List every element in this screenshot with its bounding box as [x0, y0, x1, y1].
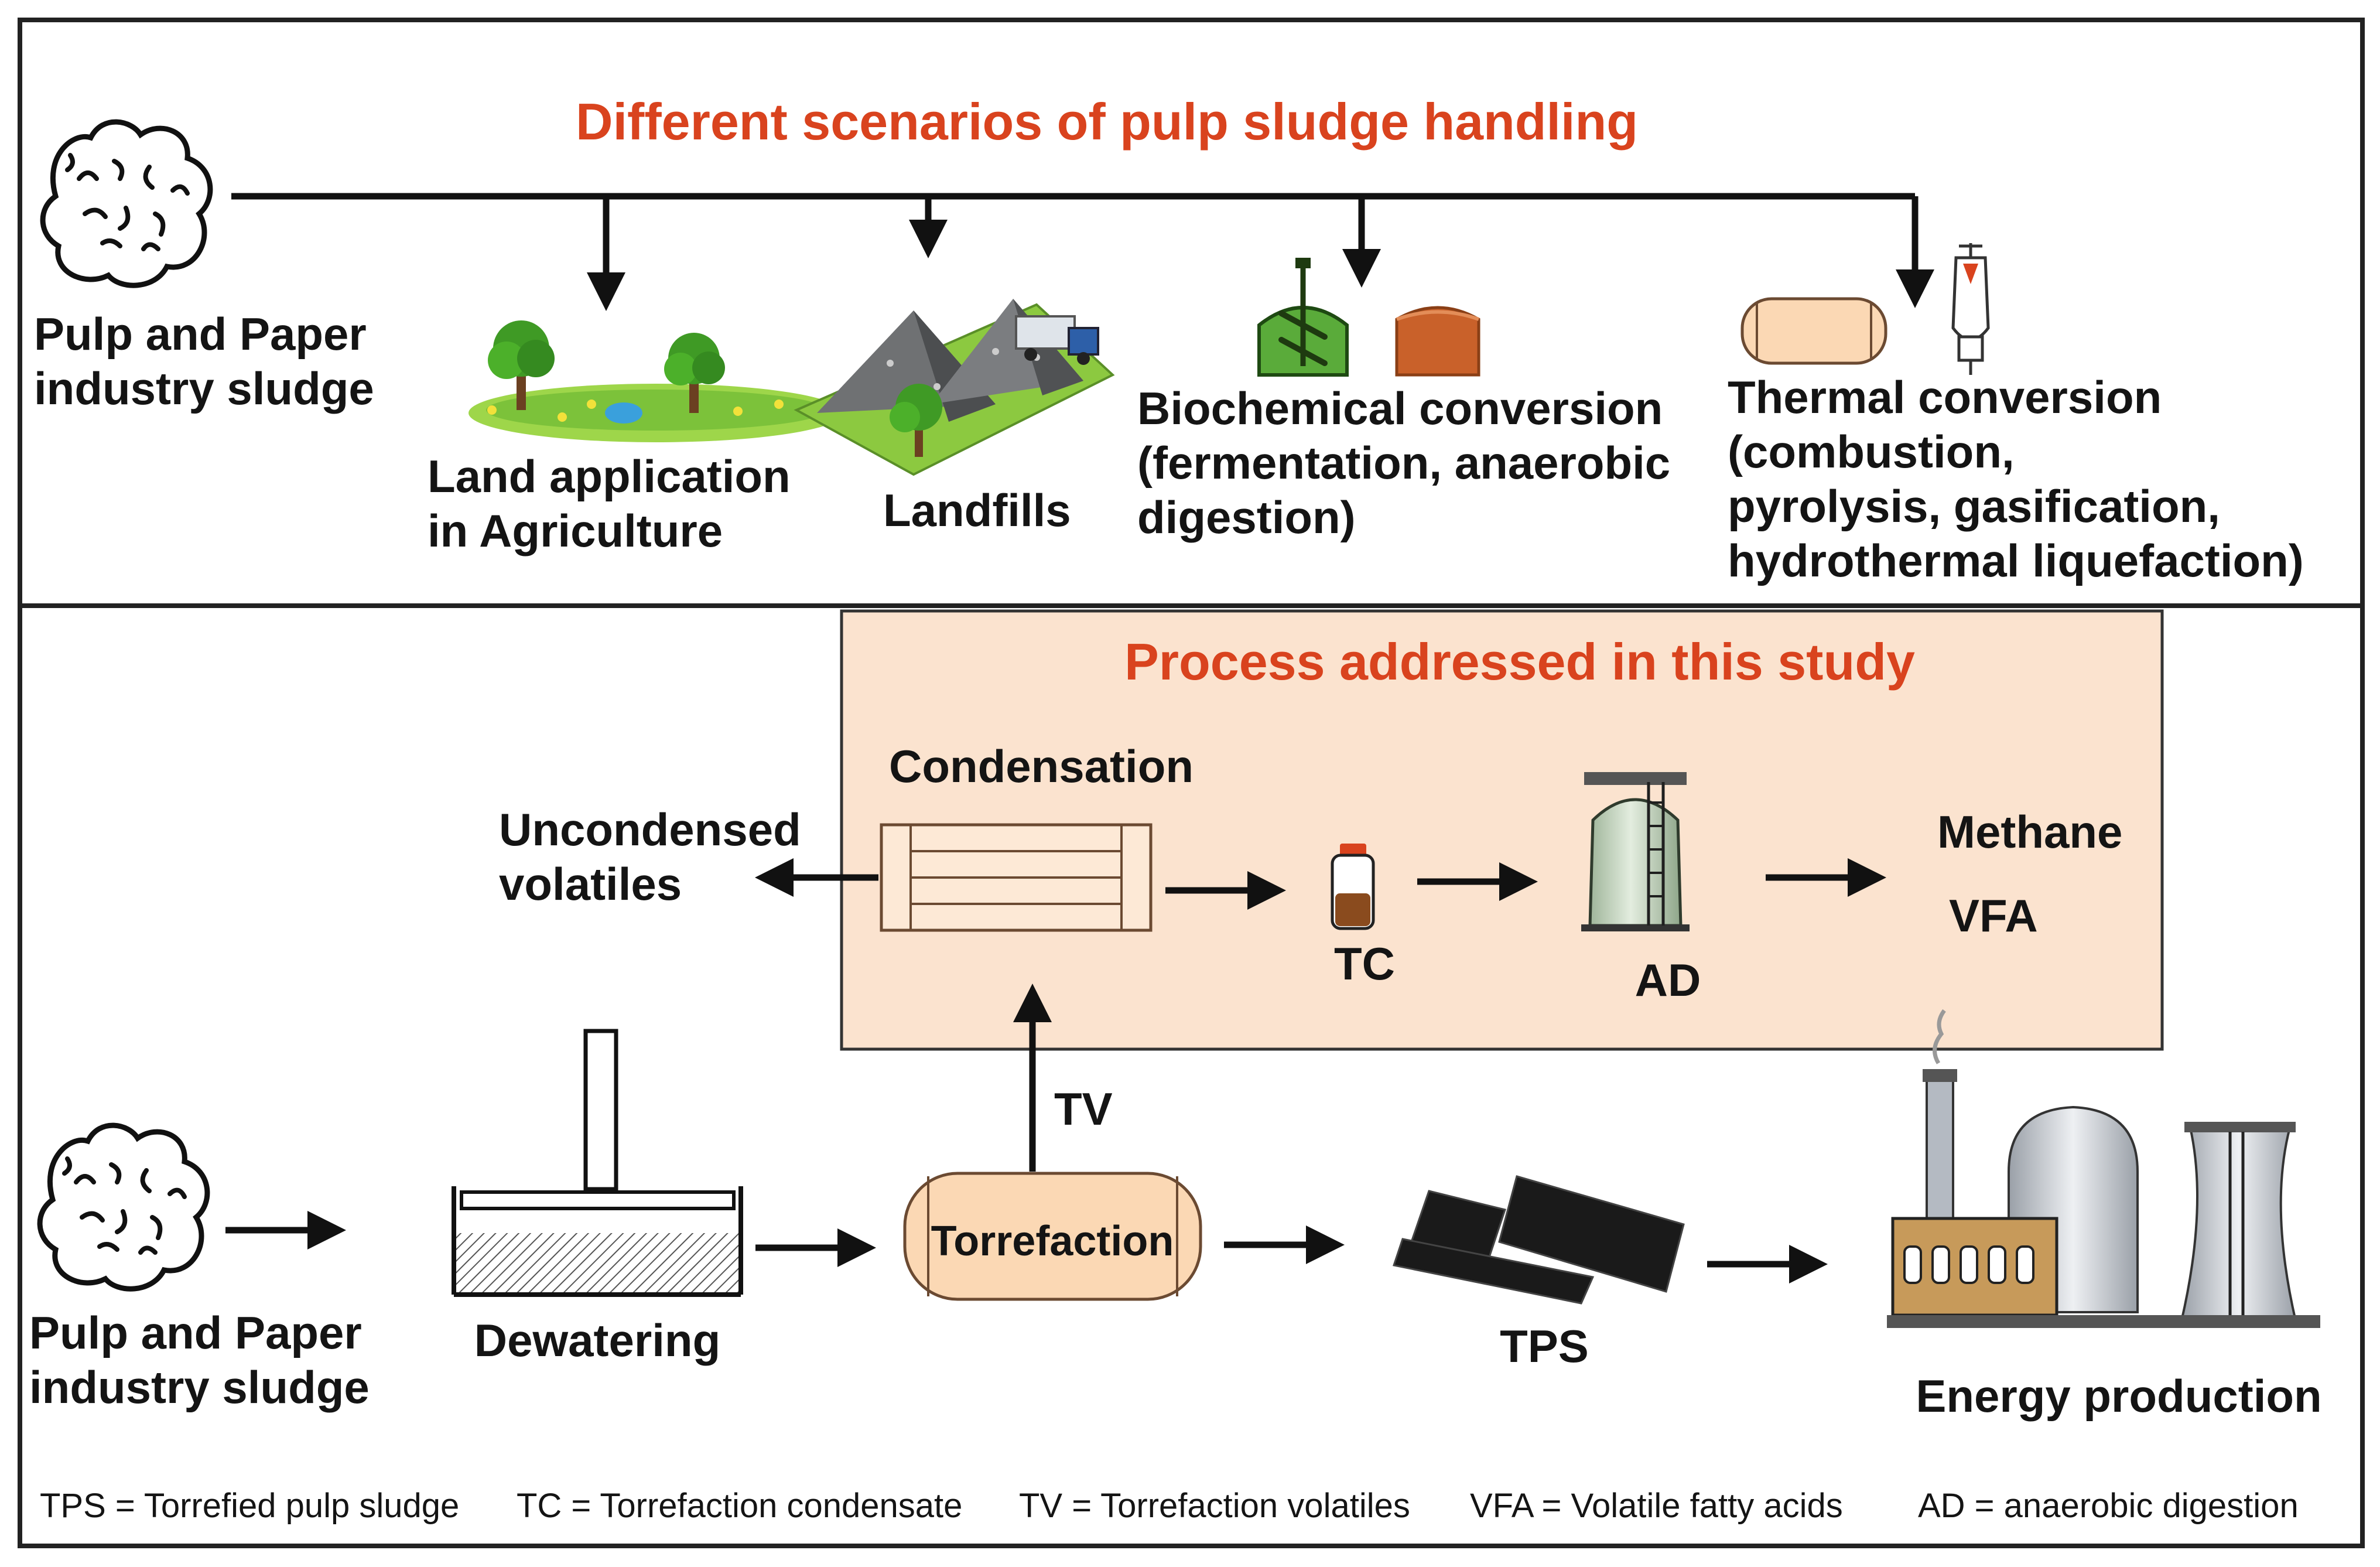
- footnote-vfa: VFA = Volatile fatty acids: [1470, 1487, 1843, 1525]
- land-label-line2: in Agriculture: [428, 505, 723, 557]
- ad-label: AD: [1635, 954, 1701, 1006]
- uncondensed-label-line1: Uncondensed: [499, 804, 801, 855]
- torrefaction-label: Torrefaction: [931, 1218, 1174, 1265]
- land-label-line1: Land application: [428, 450, 791, 502]
- power-plant-icon: [1887, 1009, 2320, 1328]
- condenser-icon: [880, 823, 1153, 932]
- top-panel-title: Different scenarios of pulp sludge handl…: [576, 93, 1638, 151]
- bottom-panel-border: [18, 603, 2365, 1548]
- top-source-label-line2: industry sludge: [34, 363, 374, 414]
- digester-tank-icon: [1395, 306, 1480, 377]
- thermal-label-line1: Thermal conversion: [1728, 371, 2162, 423]
- vfa-label: VFA: [1949, 890, 2038, 941]
- footnote-tc: TC = Torrefaction condensate: [517, 1487, 962, 1525]
- energy-label: Energy production: [1916, 1370, 2321, 1422]
- top-source-label-line1: Pulp and Paper: [34, 308, 367, 360]
- biochemical-label-line3: digestion): [1137, 491, 1356, 543]
- dewatering-press-icon: [452, 1029, 743, 1297]
- torrefaction-reactor: [903, 1172, 1202, 1301]
- thermal-label-line4: hydrothermal liquefaction): [1728, 535, 2304, 586]
- bottom-source-label-line1: Pulp and Paper: [29, 1307, 362, 1358]
- thermal-label-line2: (combustion,: [1728, 426, 2015, 477]
- landfills-label: Landfills: [883, 484, 1071, 536]
- dewatering-label: Dewatering: [474, 1315, 720, 1366]
- biochemical-label-line2: (fermentation, anaerobic: [1137, 437, 1670, 489]
- condenser-funnel-icon: [1951, 243, 1990, 375]
- tv-label: TV: [1054, 1083, 1113, 1135]
- condensate-bottle-icon: [1331, 844, 1375, 930]
- condensation-label: Condensation: [889, 740, 1194, 792]
- landfill-icon: [794, 299, 1115, 476]
- thermal-label-line3: pyrolysis, gasification,: [1728, 480, 2220, 532]
- torrefied-sludge-icon: [1393, 1175, 1685, 1305]
- uncondensed-label-line2: volatiles: [499, 858, 682, 910]
- fermenter-icon: [1257, 258, 1349, 377]
- bottom-source-label-line2: industry sludge: [29, 1361, 370, 1413]
- anaerobic-digester-icon: [1581, 772, 1690, 931]
- tc-label: TC: [1334, 938, 1395, 989]
- footnote-tv: TV = Torrefaction volatiles: [1019, 1487, 1410, 1525]
- sludge-pile-icon-bottom: [37, 1122, 210, 1292]
- footnote-tps: TPS = Torrefied pulp sludge: [40, 1487, 459, 1525]
- tps-label: TPS: [1500, 1320, 1589, 1372]
- methane-label: Methane: [1937, 806, 2122, 858]
- thermal-reactor-icon: [1740, 297, 1887, 365]
- sludge-pile-icon: [40, 119, 213, 288]
- biochemical-label-line1: Biochemical conversion: [1137, 383, 1663, 434]
- footnote-ad: AD = anaerobic digestion: [1918, 1487, 2299, 1525]
- agriculture-field-icon: [469, 320, 843, 442]
- study-box-title: Process addressed in this study: [1124, 633, 1915, 691]
